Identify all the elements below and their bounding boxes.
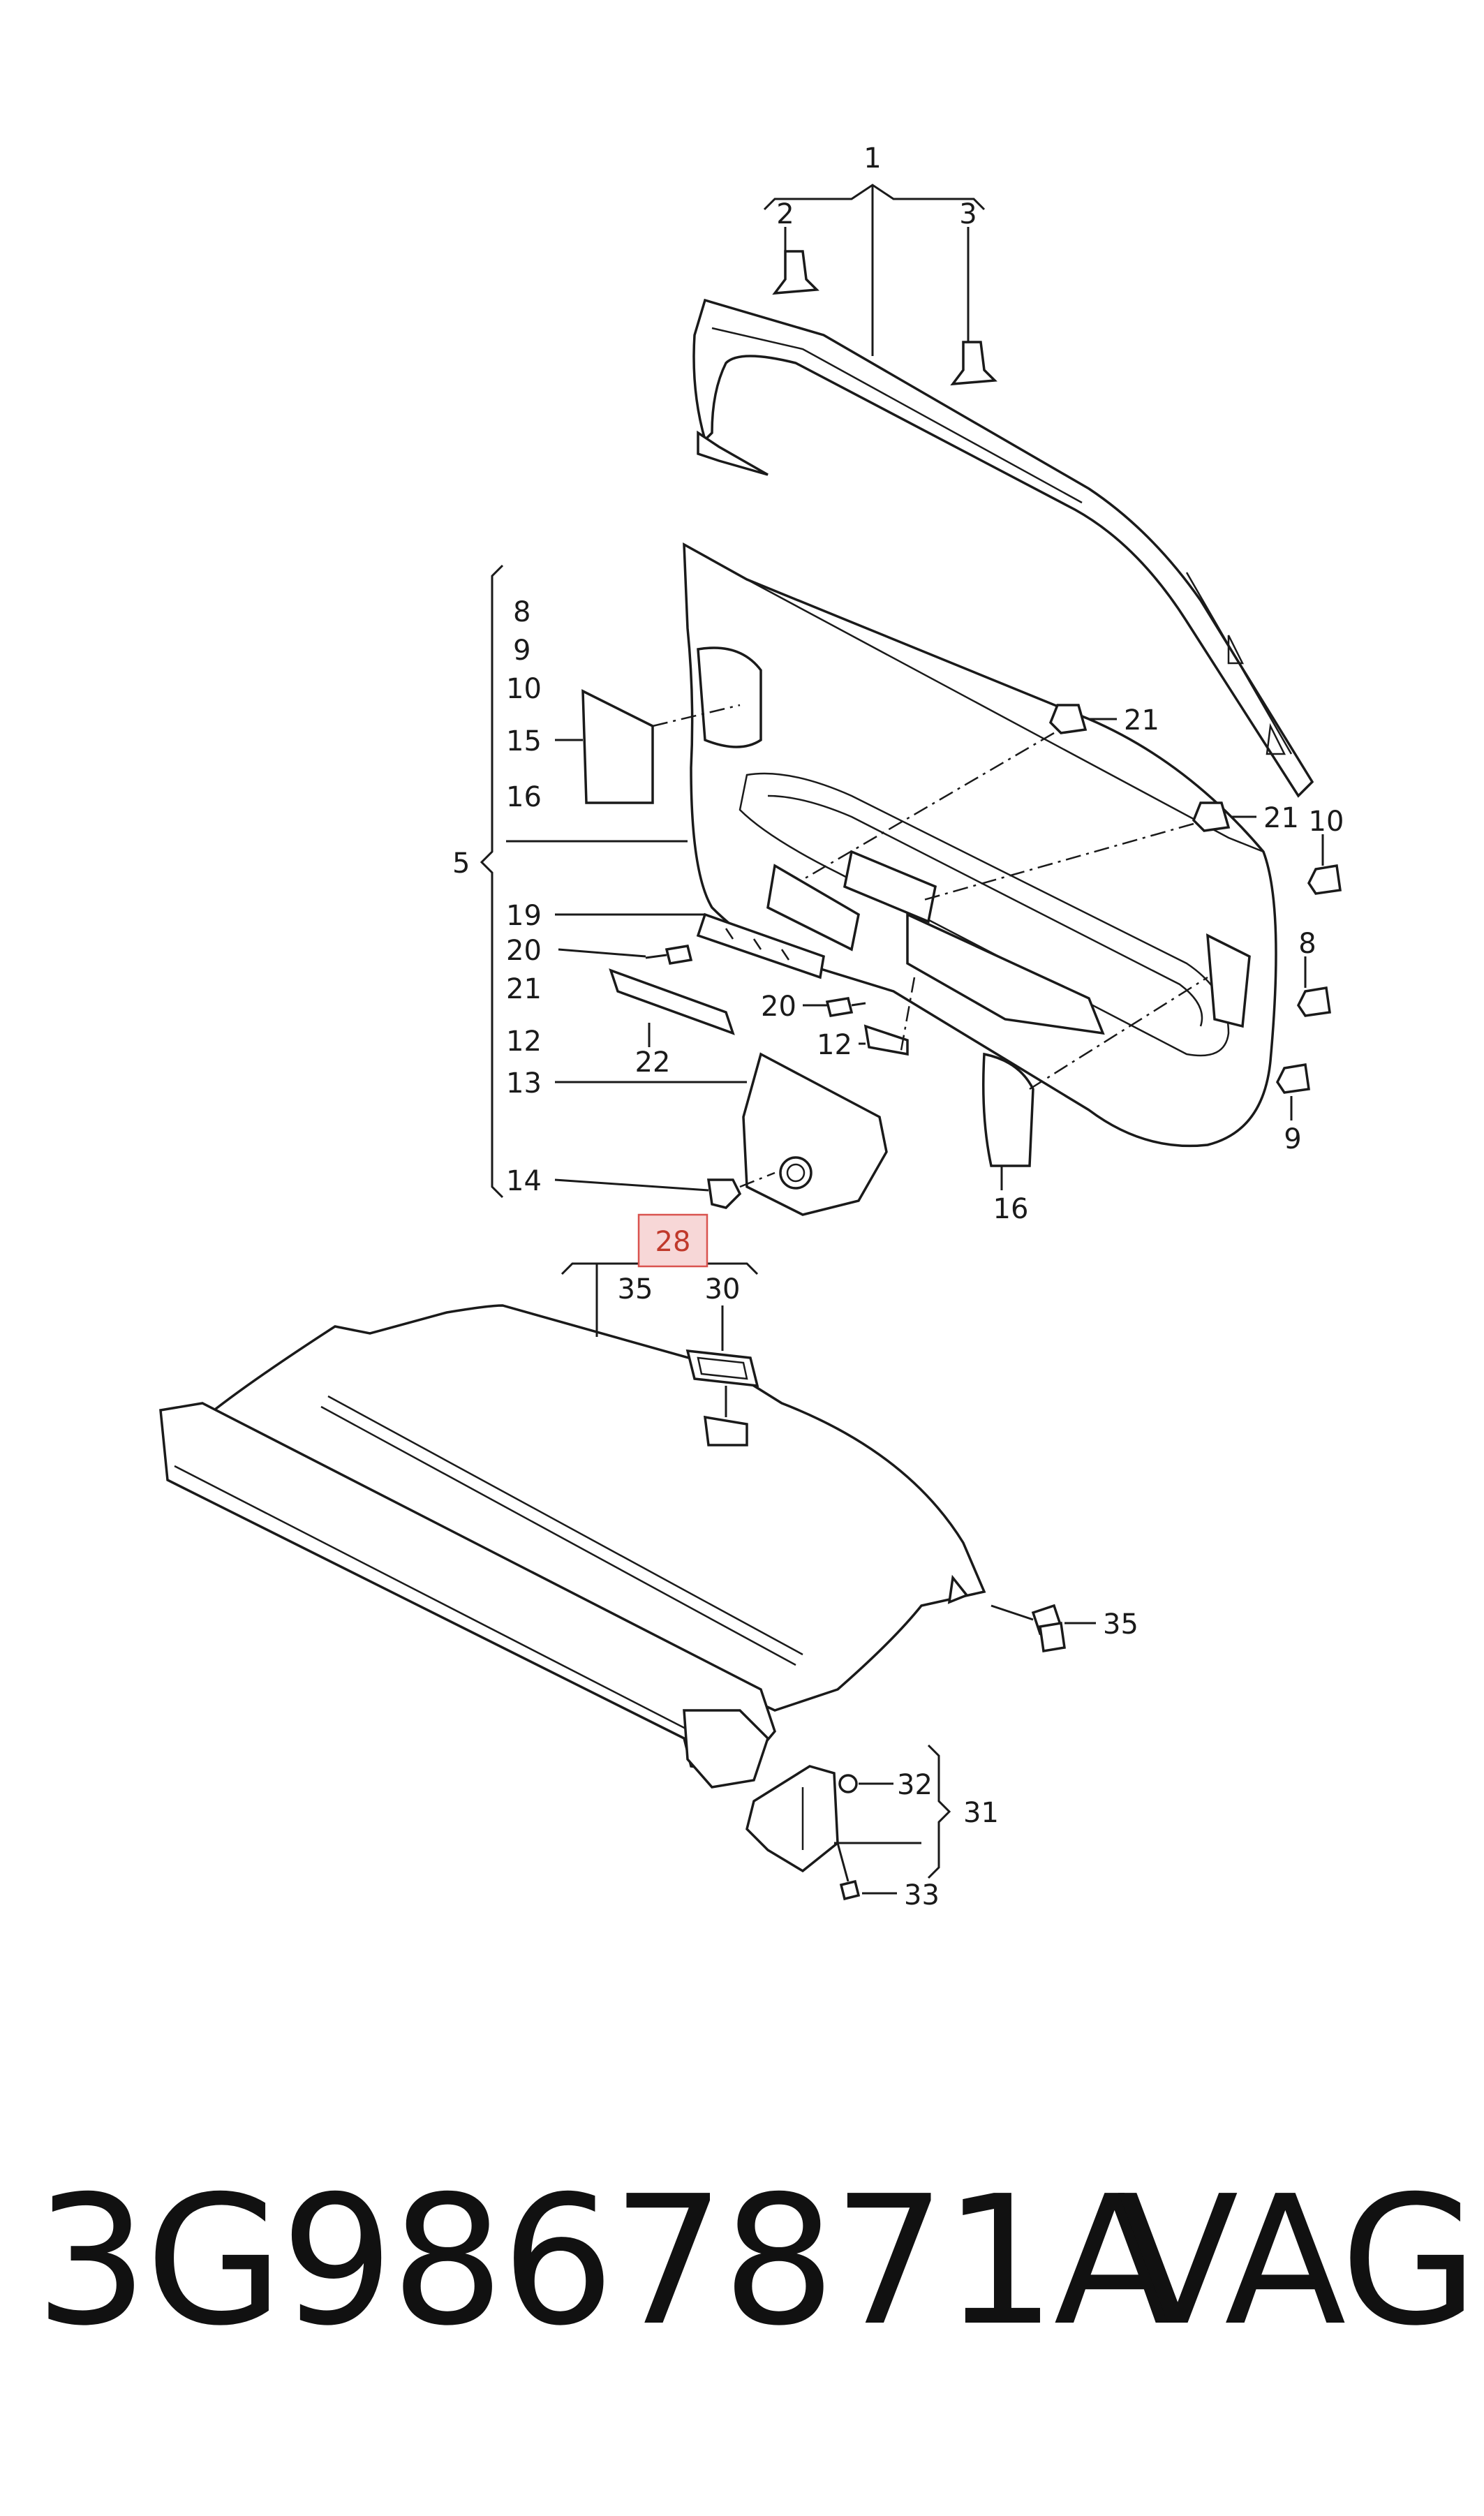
handle-12 (863, 1024, 909, 1056)
clip-3 (950, 341, 997, 386)
callout-16-left: 16 (506, 781, 542, 813)
bracket-35 (1031, 1604, 1066, 1653)
callout-13: 13 (506, 1067, 542, 1100)
callout-10-right: 10 (1309, 806, 1344, 838)
clip-9 (1275, 1063, 1310, 1094)
callout-22: 22 (635, 1046, 671, 1079)
trim-insert-16 (982, 1052, 1034, 1167)
callout-21-left: 21 (506, 973, 542, 1005)
screw-20-right (825, 997, 866, 1017)
callout-5: 5 (452, 848, 470, 880)
callout-20-right: 20 (761, 991, 796, 1023)
callout-21-upper: 21 (1124, 704, 1159, 737)
lock-cylinder-14 (706, 1178, 742, 1209)
clip-21-upper (1048, 704, 1088, 734)
callout-14: 14 (506, 1165, 542, 1197)
callout-8-left: 8 (513, 596, 530, 628)
callout-31: 31 (963, 1797, 999, 1829)
nut-32 (838, 1774, 858, 1793)
callout-9-left: 9 (513, 635, 530, 667)
brand-name: VAG (1117, 2158, 1478, 2365)
grip-19 (696, 912, 825, 979)
trim-insert-15 (581, 689, 654, 804)
callout-19: 19 (506, 900, 542, 932)
clip-8 (1296, 986, 1331, 1017)
upper-frame-trim (692, 298, 1314, 798)
mount-31 (745, 1765, 839, 1873)
callout-20-left: 20 (506, 935, 542, 967)
callout-10-left: 10 (506, 673, 542, 705)
clip-2 (772, 250, 819, 295)
callout-35-right: 35 (1103, 1608, 1138, 1641)
callout-8-right: 8 (1298, 928, 1316, 960)
clip-10 (1307, 864, 1342, 895)
part-number: 3G9867871A (35, 2158, 1175, 2365)
callout-2: 2 (776, 198, 794, 230)
callout-16-right: 16 (993, 1193, 1029, 1225)
tailgate-trim-panel (683, 542, 1277, 1148)
callout-1: 1 (863, 142, 881, 175)
luggage-cover (159, 1304, 986, 1789)
callout-3: 3 (959, 198, 977, 230)
cover-22 (609, 968, 735, 1035)
leader-lines (480, 184, 1324, 1895)
callout-12-right: 12 (817, 1029, 852, 1061)
cover-13 (742, 1052, 888, 1216)
callout-32: 32 (897, 1769, 933, 1801)
grip-30 (685, 1349, 759, 1388)
highlight-box-28 (637, 1213, 708, 1268)
callout-28: 28 (655, 1226, 691, 1258)
callout-33: 33 (904, 1879, 940, 1911)
screw-20-left (645, 945, 693, 965)
callout-21-lower: 21 (1263, 802, 1299, 834)
callout-15: 15 (506, 725, 542, 757)
callout-30: 30 (705, 1273, 741, 1305)
callout-labels: 1 2 3 8 9 10 15 16 5 19 20 21 12 13 14 2… (452, 142, 1344, 1911)
part-caption: 3G9867871A VAG (35, 2157, 1478, 2367)
callout-9-right: 9 (1284, 1123, 1301, 1155)
clip-21-lower (1192, 801, 1231, 832)
callout-12-left: 12 (506, 1026, 542, 1058)
callout-35-group: 35 (618, 1273, 653, 1305)
screw-33 (839, 1879, 861, 1901)
